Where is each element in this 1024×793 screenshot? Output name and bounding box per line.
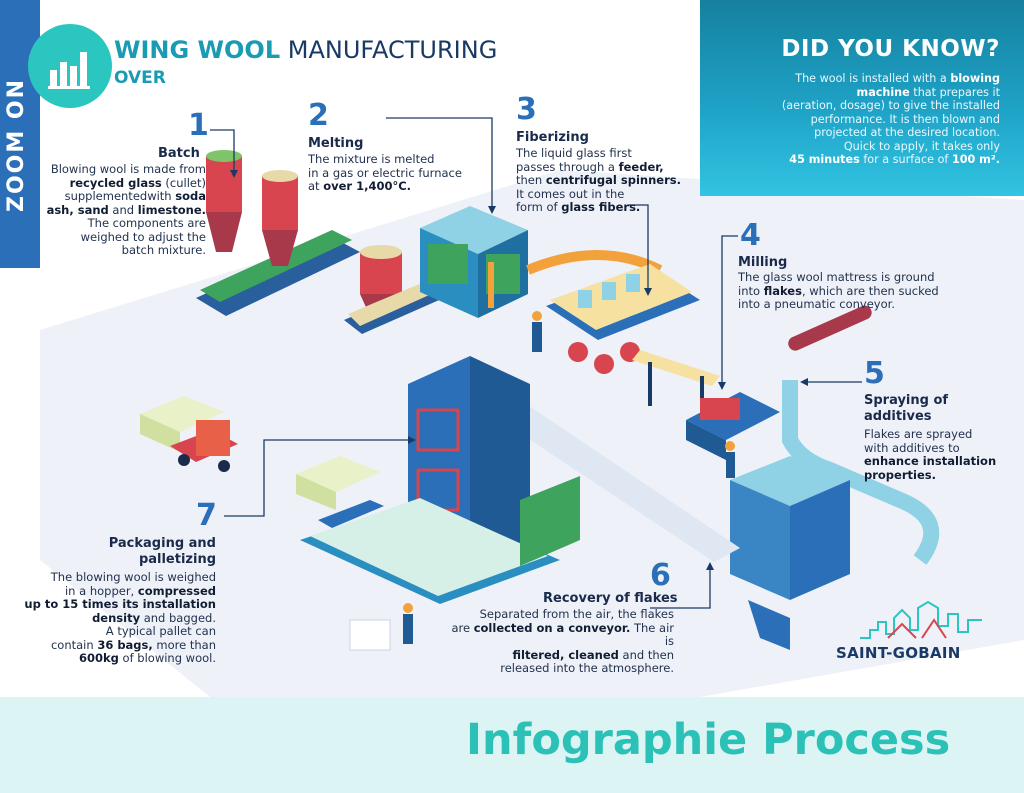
step-4-number: 4 bbox=[740, 218, 761, 253]
step-6-text: Separated from the air, the flakes are c… bbox=[451, 607, 674, 675]
step-7-title-1: Packaging and bbox=[108, 536, 216, 551]
step-4-title: Milling bbox=[738, 255, 788, 270]
did-you-know-panel: DID YOU KNOW? The wool is installed with… bbox=[700, 0, 1024, 196]
brand-name: SAINT-GOBAIN bbox=[836, 644, 961, 662]
saint-gobain-skyline-icon bbox=[860, 600, 982, 639]
step-7-text: The blowing wool is weighed in a hopper,… bbox=[24, 570, 216, 665]
recovery-cyclone bbox=[730, 456, 850, 650]
step-6-title: Recovery of flakes bbox=[543, 591, 678, 606]
step-1-number: 1 bbox=[188, 108, 209, 143]
step-1-title: Batch bbox=[158, 146, 200, 161]
milling-machine bbox=[686, 392, 780, 460]
connector-arrows bbox=[210, 117, 862, 609]
title-bold: WING WOOL bbox=[114, 36, 281, 64]
step-7-title-2: palletizing bbox=[138, 552, 216, 567]
step-6-number: 6 bbox=[650, 558, 671, 593]
footer-band bbox=[0, 697, 1024, 793]
packaging-line bbox=[300, 476, 580, 651]
step-7-number: 7 bbox=[196, 498, 217, 533]
forklift bbox=[170, 420, 238, 472]
step-3-text: The liquid glass first passes through a … bbox=[516, 146, 681, 214]
fiberizing-line bbox=[526, 250, 720, 420]
workers bbox=[403, 311, 735, 644]
step-1-text: Blowing wool is made from recycled glass… bbox=[46, 162, 206, 257]
step-5-title-2: additives bbox=[864, 409, 932, 424]
footer-title: Infographie Process bbox=[466, 715, 951, 765]
step-3-number: 3 bbox=[516, 92, 537, 127]
factory-illustration bbox=[40, 117, 1024, 697]
step-4-text: The glass wool mattress is ground into f… bbox=[738, 270, 939, 311]
did-you-know-text: The wool is installed with a blowing mac… bbox=[781, 72, 1000, 166]
did-you-know-title: DID YOU KNOW? bbox=[781, 36, 1000, 62]
page-title: WING WOOL MANUFACTURING bbox=[114, 36, 497, 64]
pallets bbox=[140, 396, 384, 528]
additive-pipe bbox=[782, 305, 940, 565]
step-5-text: Flakes are sprayed with additives to enh… bbox=[864, 427, 997, 482]
step-2-title: Melting bbox=[308, 136, 364, 151]
bar-chart-icon bbox=[48, 52, 90, 89]
melting-furnace bbox=[420, 206, 528, 318]
step-3-title: Fiberizing bbox=[516, 130, 589, 145]
title-rest: MANUFACTURING bbox=[280, 36, 498, 64]
arrow-heads bbox=[230, 170, 808, 570]
step-5-title-1: Spraying of bbox=[864, 393, 949, 408]
page-subtitle: OVER bbox=[114, 68, 166, 88]
step-5-number: 5 bbox=[864, 356, 885, 391]
step-2-text: The mixture is melted in a gas or electr… bbox=[308, 152, 462, 193]
step-2-number: 2 bbox=[308, 98, 329, 133]
